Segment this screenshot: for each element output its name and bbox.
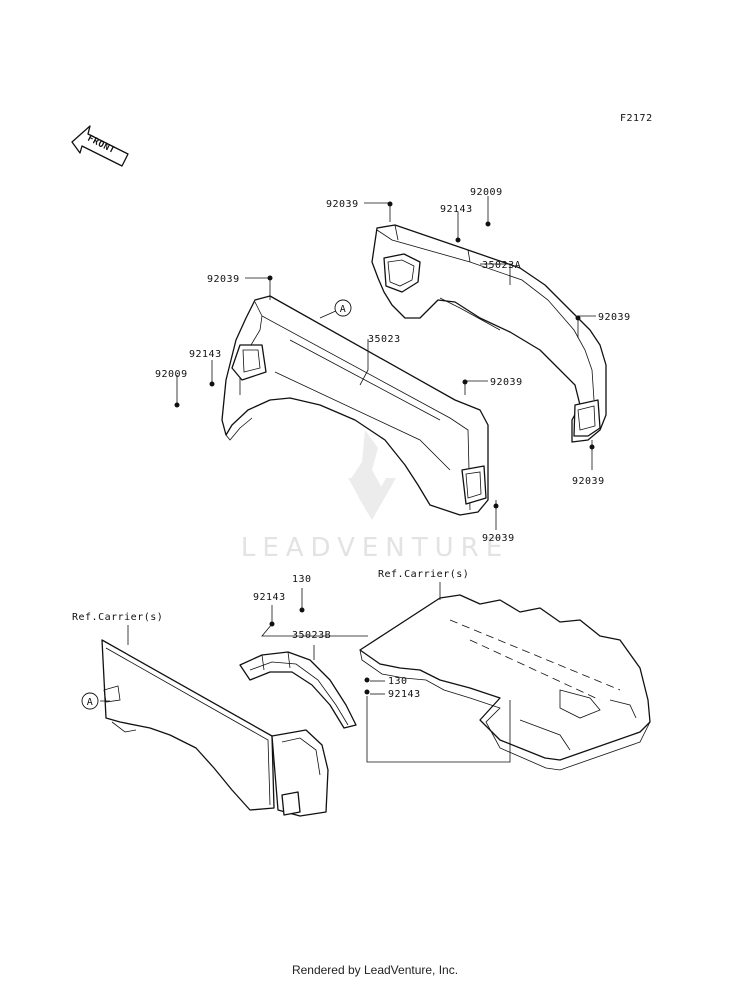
label-92143-top: 92143 bbox=[440, 204, 473, 215]
label-ref-carrier-left: Ref.Carrier(s) bbox=[72, 612, 163, 623]
label-92039-rear-right: 92039 bbox=[598, 312, 631, 323]
front-arrow-icon: FRONT bbox=[71, 125, 129, 167]
svg-text:A: A bbox=[340, 304, 347, 315]
left-carrier-panel bbox=[101, 639, 329, 817]
label-ref-carrier-right: Ref.Carrier(s) bbox=[378, 569, 469, 580]
label-35023: 35023 bbox=[368, 334, 401, 345]
inner-fender-35023B bbox=[239, 651, 357, 729]
label-35023B: 35023B bbox=[292, 630, 331, 641]
label-92039-top: 92039 bbox=[326, 199, 359, 210]
label-92039-rear-bottom: 92039 bbox=[572, 476, 605, 487]
label-92143-front: 92143 bbox=[189, 349, 222, 360]
watermark-text: LEADVENTURE bbox=[241, 533, 509, 563]
watermark-logo bbox=[348, 430, 396, 520]
footer-credit: Rendered by LeadVenture, Inc. bbox=[291, 963, 459, 977]
svg-text:A: A bbox=[87, 697, 94, 708]
label-92143-low: 92143 bbox=[388, 689, 421, 700]
label-92009-front: 92009 bbox=[155, 369, 188, 380]
label-130-low: 130 bbox=[388, 676, 408, 687]
label-92039-front-bottom: 92039 bbox=[482, 533, 515, 544]
label-130-top: 130 bbox=[292, 574, 312, 585]
rear-fender-35023A bbox=[371, 224, 607, 443]
front-fender-35023 bbox=[221, 295, 489, 516]
label-92009-top: 92009 bbox=[470, 187, 503, 198]
right-carrier-deck bbox=[359, 594, 651, 771]
figure-code: F2172 bbox=[620, 113, 653, 124]
label-35023A: 35023A bbox=[482, 260, 521, 271]
callout-A-left: A bbox=[81, 692, 99, 710]
callout-A-top: A bbox=[334, 299, 352, 317]
label-92039-front-mid: 92039 bbox=[490, 377, 523, 388]
label-92143-mid: 92143 bbox=[253, 592, 286, 603]
leader-lines bbox=[100, 196, 596, 763]
label-92039-front-top: 92039 bbox=[207, 274, 240, 285]
